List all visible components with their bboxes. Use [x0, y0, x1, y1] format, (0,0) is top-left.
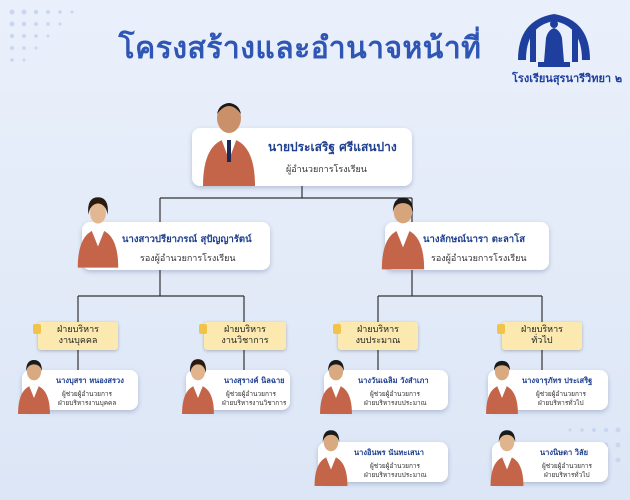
staff-role-line2: ฝ่ายบริหารทั่วไป [544, 471, 590, 479]
staff-name: นางนิษดา วิลัย [540, 448, 588, 457]
deputy-2-role: รองผู้อำนวยการโรงเรียน [431, 254, 527, 264]
dept-tag-line1: ฝ่ายบริหาร [521, 325, 563, 335]
tag-tab-icon [333, 324, 341, 334]
staff-name: นางสุรางค์ นิลฉาย [224, 376, 285, 385]
director-photo [203, 103, 255, 186]
director-name: นายประเสริฐ ศรีแสนปาง [268, 140, 397, 154]
staff-photo-personnel [18, 359, 50, 414]
dept-tag-line2: งบประมาณ [355, 336, 401, 346]
staff-role-line2: ฝ่ายบริหารงานบุคคล [58, 399, 117, 407]
staff-photo-general-2 [490, 430, 524, 486]
dept-tag-line2: งานบุคคล [58, 336, 98, 346]
school-logo-icon: โรงเรียนสุรนารีวิทยา ๒ [511, 14, 622, 86]
dept-tag-line1: ฝ่ายบริหาร [224, 325, 266, 335]
staff-name: นางวันเฉลิม วังสำเภา [358, 376, 429, 385]
staff-photo-academic [182, 359, 214, 414]
staff-card-budget-1: นางวันเฉลิม วังสำเภา ผู้ช่วยผู้อำนวยการ … [324, 370, 448, 410]
school-logo-text: โรงเรียนสุรนารีวิทยา ๒ [511, 71, 622, 86]
staff-name: นางจารุภัทร ประเสริฐ [522, 376, 593, 385]
staff-role-line2: ฝ่ายบริหารงานวิชาการ [222, 399, 287, 407]
deputy-2-photo [381, 197, 425, 270]
staff-role-line1: ผู้ช่วยผู้อำนวยการ [536, 390, 587, 398]
staff-name: นางอินพร นันทะเสนา [354, 448, 424, 457]
dept-tag-line1: ฝ่ายบริหาร [57, 325, 99, 335]
director-role: ผู้อำนวยการโรงเรียน [286, 165, 367, 175]
tag-tab-icon [33, 324, 41, 334]
staff-photo-general-1 [486, 360, 518, 414]
staff-name: นางบุสรา หนองสรวง [56, 376, 124, 385]
staff-role-line1: ผู้ช่วยผู้อำนวยการ [226, 390, 277, 398]
staff-role-line2: ฝ่ายบริหารทั่วไป [538, 399, 584, 407]
staff-photo-budget-2 [314, 430, 348, 486]
dept-tag-academic: ฝ่ายบริหาร งานวิชาการ [199, 322, 286, 350]
staff-role-line2: ฝ่ายบริหารงบประมาณ [364, 471, 427, 479]
page-title: โครงสร้างและอำนาจหน้าที่ [118, 31, 482, 66]
dept-tag-line2: งานวิชาการ [221, 336, 269, 346]
staff-role-line2: ฝ่ายบริหารงบประมาณ [364, 399, 427, 407]
deputy-2-name: นางลักษณ์นารา ตะลาโส [423, 234, 526, 245]
tag-tab-icon [497, 324, 505, 334]
dept-tag-budget: ฝ่ายบริหาร งบประมาณ [333, 322, 418, 350]
staff-role-line1: ผู้ช่วยผู้อำนวยการ [542, 462, 593, 470]
deputy-1-role: รองผู้อำนวยการโรงเรียน [140, 254, 236, 264]
dept-tag-line2: ทั่วไป [531, 336, 553, 346]
deputy-1-name: นางสาวปรียาภรณ์ สุปัญญารัตน์ [122, 234, 252, 245]
staff-role-line1: ผู้ช่วยผู้อำนวยการ [62, 390, 113, 398]
tag-tab-icon [199, 324, 207, 334]
deputy-1-photo [77, 197, 119, 268]
staff-role-line1: ผู้ช่วยผู้อำนวยการ [370, 462, 421, 470]
dept-tag-general: ฝ่ายบริหาร ทั่วไป [497, 322, 582, 350]
dept-tag-personnel: ฝ่ายบริหาร งานบุคคล [33, 322, 118, 350]
staff-role-line1: ผู้ช่วยผู้อำนวยการ [370, 390, 421, 398]
staff-photo-budget-1 [320, 359, 352, 414]
dept-tag-line1: ฝ่ายบริหาร [357, 325, 399, 335]
